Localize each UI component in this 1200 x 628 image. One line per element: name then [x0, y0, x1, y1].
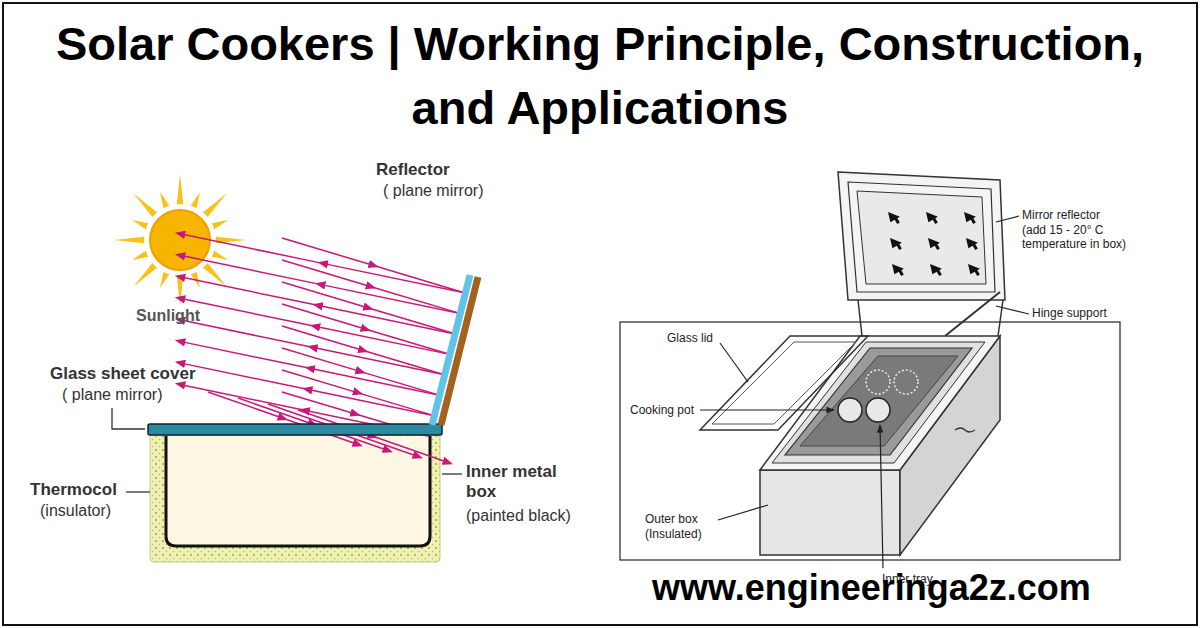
mirror-arrow	[885, 208, 902, 226]
reflector-mirror	[432, 275, 470, 425]
reflected-ray	[180, 341, 440, 395]
mirror-arrows	[885, 208, 982, 278]
direct-ray	[298, 410, 448, 463]
leader-line	[700, 409, 834, 410]
sun-ray	[177, 276, 183, 306]
sun-ray	[114, 237, 144, 243]
reflected-ray	[180, 277, 455, 334]
part-note: (insulator)	[40, 501, 111, 520]
cooking-pot	[838, 398, 862, 422]
mirror-arrow	[963, 234, 980, 252]
mirror-arrow	[925, 234, 942, 252]
reflected-ray	[180, 298, 450, 354]
sun-ray	[160, 192, 169, 208]
glass-lid-pane	[712, 342, 856, 424]
part-label: Reflector	[376, 160, 450, 180]
reflected-ray	[180, 320, 445, 375]
part-label: Hinge support	[1032, 306, 1107, 320]
cooking-pot-lid	[894, 370, 918, 394]
mirror-frame	[848, 182, 995, 292]
reflected-ray	[180, 363, 434, 416]
mirror-arrow	[927, 260, 944, 278]
incident-ray	[282, 348, 437, 394]
part-label: Inner metal box	[466, 462, 571, 502]
thermocol-insulator	[150, 435, 440, 562]
sun-ray	[132, 251, 148, 260]
part-note: (painted black)	[466, 506, 571, 525]
incident-ray	[282, 260, 457, 313]
reflector-backing	[441, 277, 478, 425]
reflected-ray	[180, 255, 460, 313]
sun-ray	[132, 220, 148, 229]
part-label: Thermocol	[30, 480, 117, 500]
sun-ray	[160, 272, 169, 288]
mirror-arrow	[887, 234, 904, 252]
sun-ray	[133, 263, 157, 287]
part-note: (Insulated)	[645, 527, 702, 541]
part-note: ( plane mirror)	[383, 181, 483, 200]
reflected-ray	[180, 234, 465, 293]
sun-ray	[212, 251, 228, 260]
cooking-pot	[866, 398, 890, 422]
sun-ray	[203, 193, 227, 217]
hinge	[858, 300, 862, 336]
panel-frame	[620, 322, 1120, 560]
leader-line	[720, 343, 748, 382]
leader-line	[126, 491, 150, 492]
inner-tray-floor	[800, 356, 958, 446]
leader-line	[996, 216, 1019, 222]
glass-sheet-cover	[148, 424, 442, 435]
mirror-arrow	[889, 260, 906, 278]
glass-lid	[700, 336, 868, 430]
title: Solar Cookers | Working Principle, Const…	[50, 12, 1150, 140]
leader-line	[996, 306, 1029, 314]
mirror-arrow	[923, 208, 940, 226]
part-note: (add 15 - 20° C temperature in box)	[1022, 223, 1147, 251]
cooking-pot-lid	[866, 370, 890, 394]
inner-metal-box	[166, 436, 430, 546]
hinge	[998, 300, 1003, 336]
part-label: Sunlight	[136, 306, 200, 325]
watermark: www.engineeringa2z.com	[652, 566, 1091, 609]
hinge-support	[945, 292, 1000, 336]
part-label: Cooking pot	[630, 403, 694, 417]
leader-line	[718, 505, 768, 520]
box-handle	[955, 428, 975, 432]
mirror-arrow	[961, 208, 978, 226]
leader-line	[880, 425, 883, 568]
leader-line	[442, 473, 462, 474]
image-frame	[3, 3, 1197, 625]
leader-line	[112, 408, 145, 429]
sun-ray	[191, 192, 200, 208]
mirror-reflector	[838, 172, 1005, 300]
sun-ray	[177, 174, 183, 204]
sun	[150, 210, 210, 270]
incident-ray	[282, 370, 431, 415]
sun-ray	[133, 193, 157, 217]
sun-ray	[212, 220, 228, 229]
direct-ray	[208, 392, 358, 445]
mirror-surface	[857, 191, 986, 284]
sun-ray	[203, 263, 227, 287]
incident-ray	[282, 238, 463, 292]
part-note: ( plane mirror)	[62, 385, 162, 404]
part-label: Glass sheet cover	[50, 364, 196, 384]
part-label: Outer box	[645, 512, 698, 526]
outer-box-front	[760, 470, 900, 555]
mirror-arrow	[965, 260, 982, 278]
inner-tray	[785, 348, 972, 455]
part-label: Glass lid	[667, 331, 713, 345]
part-label: Mirror reflector	[1022, 208, 1100, 222]
